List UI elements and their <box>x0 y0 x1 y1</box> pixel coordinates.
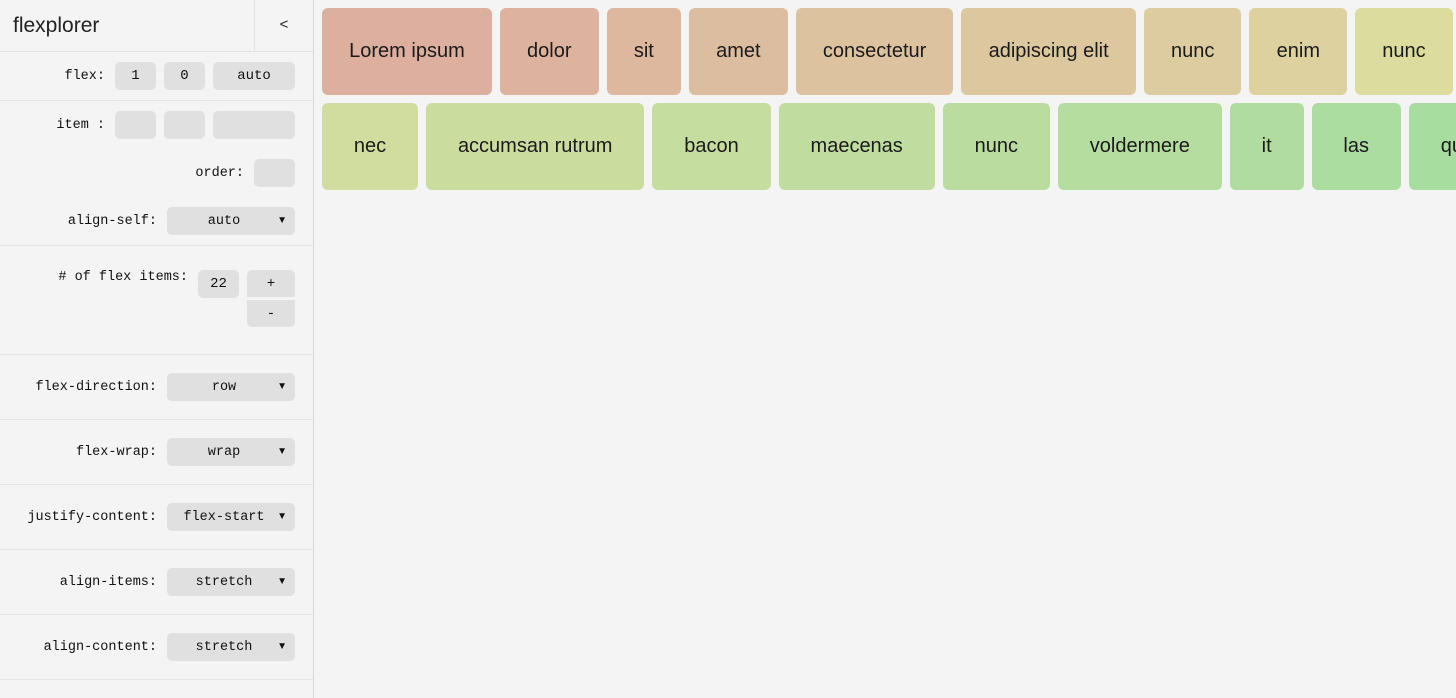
justify-content-row: justify-content: flex-startflex-endcente… <box>0 485 313 549</box>
align-self-select-wrap: autoflex-startflex-endcenterbaselinestre… <box>167 207 295 235</box>
flex-item-label: accumsan rutrum <box>457 135 613 157</box>
order-input[interactable] <box>254 159 295 187</box>
flex-item-count-label: # of flex items: <box>58 270 188 285</box>
flex-item-count-controls: + - <box>198 270 295 327</box>
increment-flex-items-button[interactable]: + <box>247 270 295 297</box>
flex-item-label: maecenas <box>810 135 903 157</box>
flex-item-label: sit <box>633 40 654 62</box>
order-row: order: <box>0 149 313 197</box>
flex-shrink-input[interactable] <box>164 62 205 90</box>
flex-item[interactable]: Lorem ipsum <box>322 8 492 95</box>
align-items-select-wrap: stretchflex-startflex-endcenterbaseline … <box>167 568 295 596</box>
flex-item-label: consectetur <box>822 40 927 62</box>
flex-basis-input[interactable] <box>213 62 295 90</box>
align-content-group: align-content: stretchflex-startflex-end… <box>0 615 313 680</box>
flex-item[interactable]: accumsan rutrum <box>426 103 645 190</box>
justify-content-select-wrap: flex-startflex-endcenterspace-betweenspa… <box>167 503 295 531</box>
flex-direction-group: flex-direction: rowrow-reversecolumncolu… <box>0 355 313 420</box>
flex-item-label: nunc <box>1170 40 1215 62</box>
flex-item-label: enim <box>1276 40 1320 62</box>
item-grow-input[interactable] <box>115 111 156 139</box>
flex-item[interactable]: consectetur <box>795 8 954 95</box>
flex-item[interactable]: nunc <box>942 103 1050 190</box>
align-self-label: align-self: <box>67 213 157 229</box>
flex-item[interactable]: bacon <box>652 103 771 190</box>
justify-content-select[interactable]: flex-startflex-endcenterspace-betweenspa… <box>167 503 295 531</box>
flex-container: Lorem ipsum dolor sit amet consectetur adipis… <box>322 8 1456 198</box>
align-content-row: align-content: stretchflex-startflex-end… <box>0 615 313 679</box>
flex-item-label: it <box>1261 135 1272 157</box>
flex-item-label: nec <box>353 135 387 157</box>
item-basis-input[interactable] <box>213 111 295 139</box>
flex-item[interactable]: nunc <box>1355 8 1453 95</box>
flex-item[interactable]: quid <box>1408 103 1456 190</box>
flex-fields <box>115 62 295 90</box>
flex-item-count-stepper: + - <box>247 270 295 327</box>
flex-direction-select-wrap: rowrow-reversecolumncolumn-reverse ▼ <box>167 373 295 401</box>
page-title: flexplorer <box>13 13 100 37</box>
chevron-left-icon: < <box>279 17 289 34</box>
flex-item[interactable]: dolor <box>499 8 599 95</box>
flex-direction-label: flex-direction: <box>35 379 157 395</box>
flex-wrap-label: flex-wrap: <box>75 444 157 460</box>
flex-direction-select[interactable]: rowrow-reversecolumncolumn-reverse <box>167 373 295 401</box>
align-items-group: align-items: stretchflex-startflex-endce… <box>0 550 313 615</box>
item-properties-group: item : order: align-self: autoflex-start… <box>0 101 313 246</box>
justify-content-label: justify-content: <box>27 509 157 525</box>
decrement-flex-items-button[interactable]: - <box>247 300 295 327</box>
flex-item-count-group: # of flex items: + - <box>0 246 313 355</box>
order-label: order: <box>195 165 244 181</box>
flex-item[interactable]: las <box>1311 103 1401 190</box>
flex-item-label: adipiscing elit <box>988 40 1109 62</box>
flex-item[interactable]: voldermere <box>1057 103 1222 190</box>
flex-item[interactable]: nunc <box>1143 8 1242 95</box>
item-fields <box>115 111 295 139</box>
flex-item-label: nunc <box>974 135 1018 157</box>
flex-item-label: las <box>1343 135 1369 157</box>
flex-row: flex: <box>0 52 313 100</box>
align-self-row: align-self: autoflex-startflex-endcenter… <box>0 197 313 245</box>
justify-content-group: justify-content: flex-startflex-endcente… <box>0 485 313 550</box>
flex-item-label: nunc <box>1382 40 1426 62</box>
flex-item-count-input[interactable] <box>198 270 239 298</box>
flex-item[interactable]: adipiscing elit <box>961 8 1136 95</box>
align-items-label: align-items: <box>59 574 157 590</box>
flex-shorthand-group: flex: <box>0 52 313 101</box>
flex-item-label: dolor <box>527 40 572 62</box>
flex-direction-row: flex-direction: rowrow-reversecolumncolu… <box>0 355 313 419</box>
flex-item-label: voldermere <box>1089 135 1190 157</box>
flex-wrap-select-wrap: nowrapwrapwrap-reverse ▼ <box>167 438 295 466</box>
flex-item[interactable]: it <box>1229 103 1304 190</box>
flex-wrap-select[interactable]: nowrapwrapwrap-reverse <box>167 438 295 466</box>
align-content-select[interactable]: stretchflex-startflex-endcenterspace-bet… <box>167 633 295 661</box>
align-content-select-wrap: stretchflex-startflex-endcenterspace-bet… <box>167 633 295 661</box>
align-items-row: align-items: stretchflex-startflex-endce… <box>0 550 313 614</box>
flex-wrap-row: flex-wrap: nowrapwrapwrap-reverse ▼ <box>0 420 313 484</box>
flex-wrap-group: flex-wrap: nowrapwrapwrap-reverse ▼ <box>0 420 313 485</box>
sidebar: flexplorer < flex: item : <box>0 0 314 698</box>
flex-item[interactable]: maecenas <box>778 103 935 190</box>
flex-item[interactable]: amet <box>688 8 788 95</box>
flex-item[interactable]: sit <box>606 8 681 95</box>
item-row: item : <box>0 101 313 149</box>
item-label: item : <box>56 117 105 133</box>
flex-item-label: quid <box>1440 135 1456 157</box>
flex-item-label: Lorem ipsum <box>349 40 465 62</box>
align-content-label: align-content: <box>43 639 157 655</box>
flex-grow-input[interactable] <box>115 62 156 90</box>
align-self-select[interactable]: autoflex-startflex-endcenterbaselinestre… <box>167 207 295 235</box>
item-shrink-input[interactable] <box>164 111 205 139</box>
flex-item-count-row: # of flex items: + - <box>0 246 313 354</box>
flex-label: flex: <box>64 68 105 84</box>
flex-item-label: bacon <box>684 135 739 157</box>
flex-item[interactable]: enim <box>1249 8 1348 95</box>
sidebar-header: flexplorer < <box>0 0 313 52</box>
flex-item-label: amet <box>716 40 761 62</box>
preview-area: Lorem ipsum dolor sit amet consectetur adipis… <box>314 0 1456 698</box>
align-items-select[interactable]: stretchflex-startflex-endcenterbaseline <box>167 568 295 596</box>
collapse-sidebar-button[interactable]: < <box>254 0 313 51</box>
flex-item[interactable]: nec <box>322 103 419 190</box>
